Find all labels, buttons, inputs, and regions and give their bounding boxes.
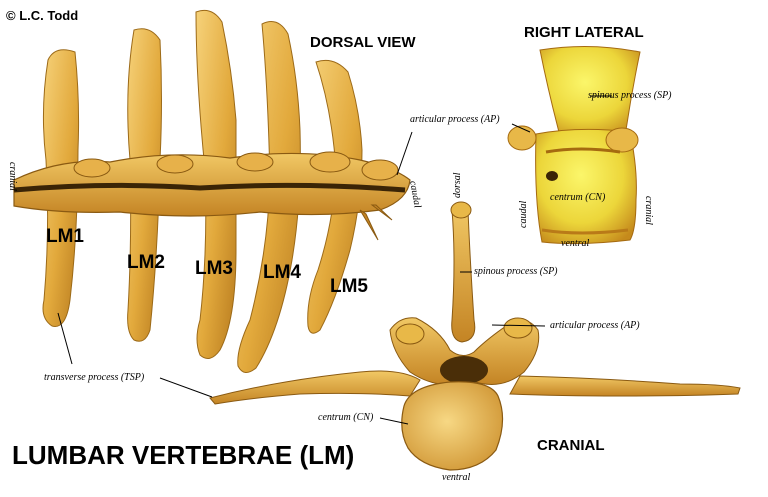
transverse-process-label: transverse process (TSP) (44, 372, 145, 383)
dorsal-view-label: DORSAL VIEW (310, 34, 416, 51)
lateral-articular-process (507, 125, 537, 151)
leader-lines (57, 95, 612, 425)
cranial-spinous-process-label: spinous process (SP) (474, 266, 558, 277)
lateral-view-bone (507, 45, 641, 245)
right-lateral-label: RIGHT LATERAL (524, 24, 644, 41)
lateral-spinous-process-label: spinous process (SP) (588, 90, 672, 101)
lm4-label: LM4 (263, 262, 301, 283)
lm5-label: LM5 (330, 276, 368, 297)
cranial-dorsal-label: dorsal (452, 172, 463, 198)
cranial-spinous-process (451, 204, 476, 343)
dorsal-column-band (13, 152, 411, 217)
lateral-caudal-label: caudal (518, 200, 529, 228)
right-transverse-process (509, 375, 741, 397)
dorsal-cranial-label: cranial (7, 162, 18, 191)
page-title: LUMBAR VERTEBRAE (LM) (12, 440, 355, 470)
left-transverse-process (209, 370, 421, 405)
cranial-view-bone (209, 201, 741, 471)
lm1-label: LM1 (46, 226, 84, 247)
lm2-label: LM2 (127, 252, 165, 273)
cranial-view-label: CRANIAL (537, 437, 605, 454)
cranial-articular-process-label: articular process (AP) (550, 320, 640, 331)
dorsal-articular-process-label: articular process (AP) (410, 114, 500, 125)
copyright-notice: © L.C. Todd (6, 8, 79, 23)
dorsal-view-bones (13, 9, 411, 373)
cranial-centrum (401, 381, 504, 471)
lateral-spinous-process (539, 45, 641, 137)
lateral-ventral-label: ventral (561, 238, 590, 249)
lateral-cranial-label: cranial (643, 196, 654, 225)
cranial-centrum-label: centrum (CN) (318, 412, 374, 423)
lateral-centrum-label: centrum (CN) (550, 192, 606, 203)
cranial-ventral-label: ventral (442, 472, 471, 483)
lm3-label: LM3 (195, 258, 233, 279)
